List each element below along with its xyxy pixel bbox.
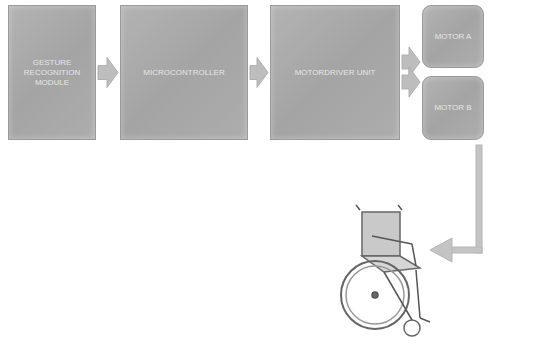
arrow-shaft	[476, 145, 482, 253]
wheelchair-caster	[404, 320, 420, 336]
wheelchair-frame	[416, 270, 420, 318]
wheelchair-handrim	[346, 266, 404, 324]
wheelchair-handle	[356, 205, 360, 210]
motor-box: MOTOR B	[422, 76, 484, 140]
box-label: MICROCONTROLLER	[143, 68, 224, 78]
block-arrow	[98, 58, 118, 88]
text-group: MOTOR A	[435, 32, 472, 42]
motor-driver-box: MOTORDRIVER UNIT	[270, 5, 400, 140]
text-group: GESTURE RECOGNITION MODULE	[13, 58, 91, 88]
text-group: MOTOR B	[434, 103, 471, 113]
wheelchair-frame	[384, 272, 412, 320]
box-label: MOTORDRIVER UNIT	[295, 68, 376, 78]
wheelchair-footrest	[420, 318, 430, 322]
text-group: MICROCONTROLLER	[143, 68, 224, 78]
arrow-head	[430, 238, 452, 262]
wheelchair-backrest	[362, 212, 400, 256]
microcontroller-box: MICROCONTROLLER	[120, 5, 248, 140]
box-label: MOTOR B	[434, 103, 471, 113]
text-group: MOTORDRIVER UNIT	[295, 68, 376, 78]
box-label: GESTURE RECOGNITION MODULE	[13, 58, 91, 88]
arrow-shaft	[450, 247, 482, 253]
wheelchair-illustration	[341, 205, 430, 336]
box-label: MOTOR A	[435, 32, 472, 42]
wheelchair-wheel	[341, 261, 409, 329]
wheelchair-armrest	[372, 236, 412, 244]
wheelchair-armrest	[412, 244, 416, 266]
block-arrow	[250, 58, 268, 88]
block-arrow	[402, 67, 420, 97]
gesture-module-box: GESTURE RECOGNITION MODULE	[8, 5, 96, 140]
wheelchair-handle	[398, 205, 402, 210]
output-arrow	[430, 145, 482, 262]
wheelchair-hub	[372, 292, 378, 298]
motor-box: MOTOR A	[422, 5, 484, 68]
